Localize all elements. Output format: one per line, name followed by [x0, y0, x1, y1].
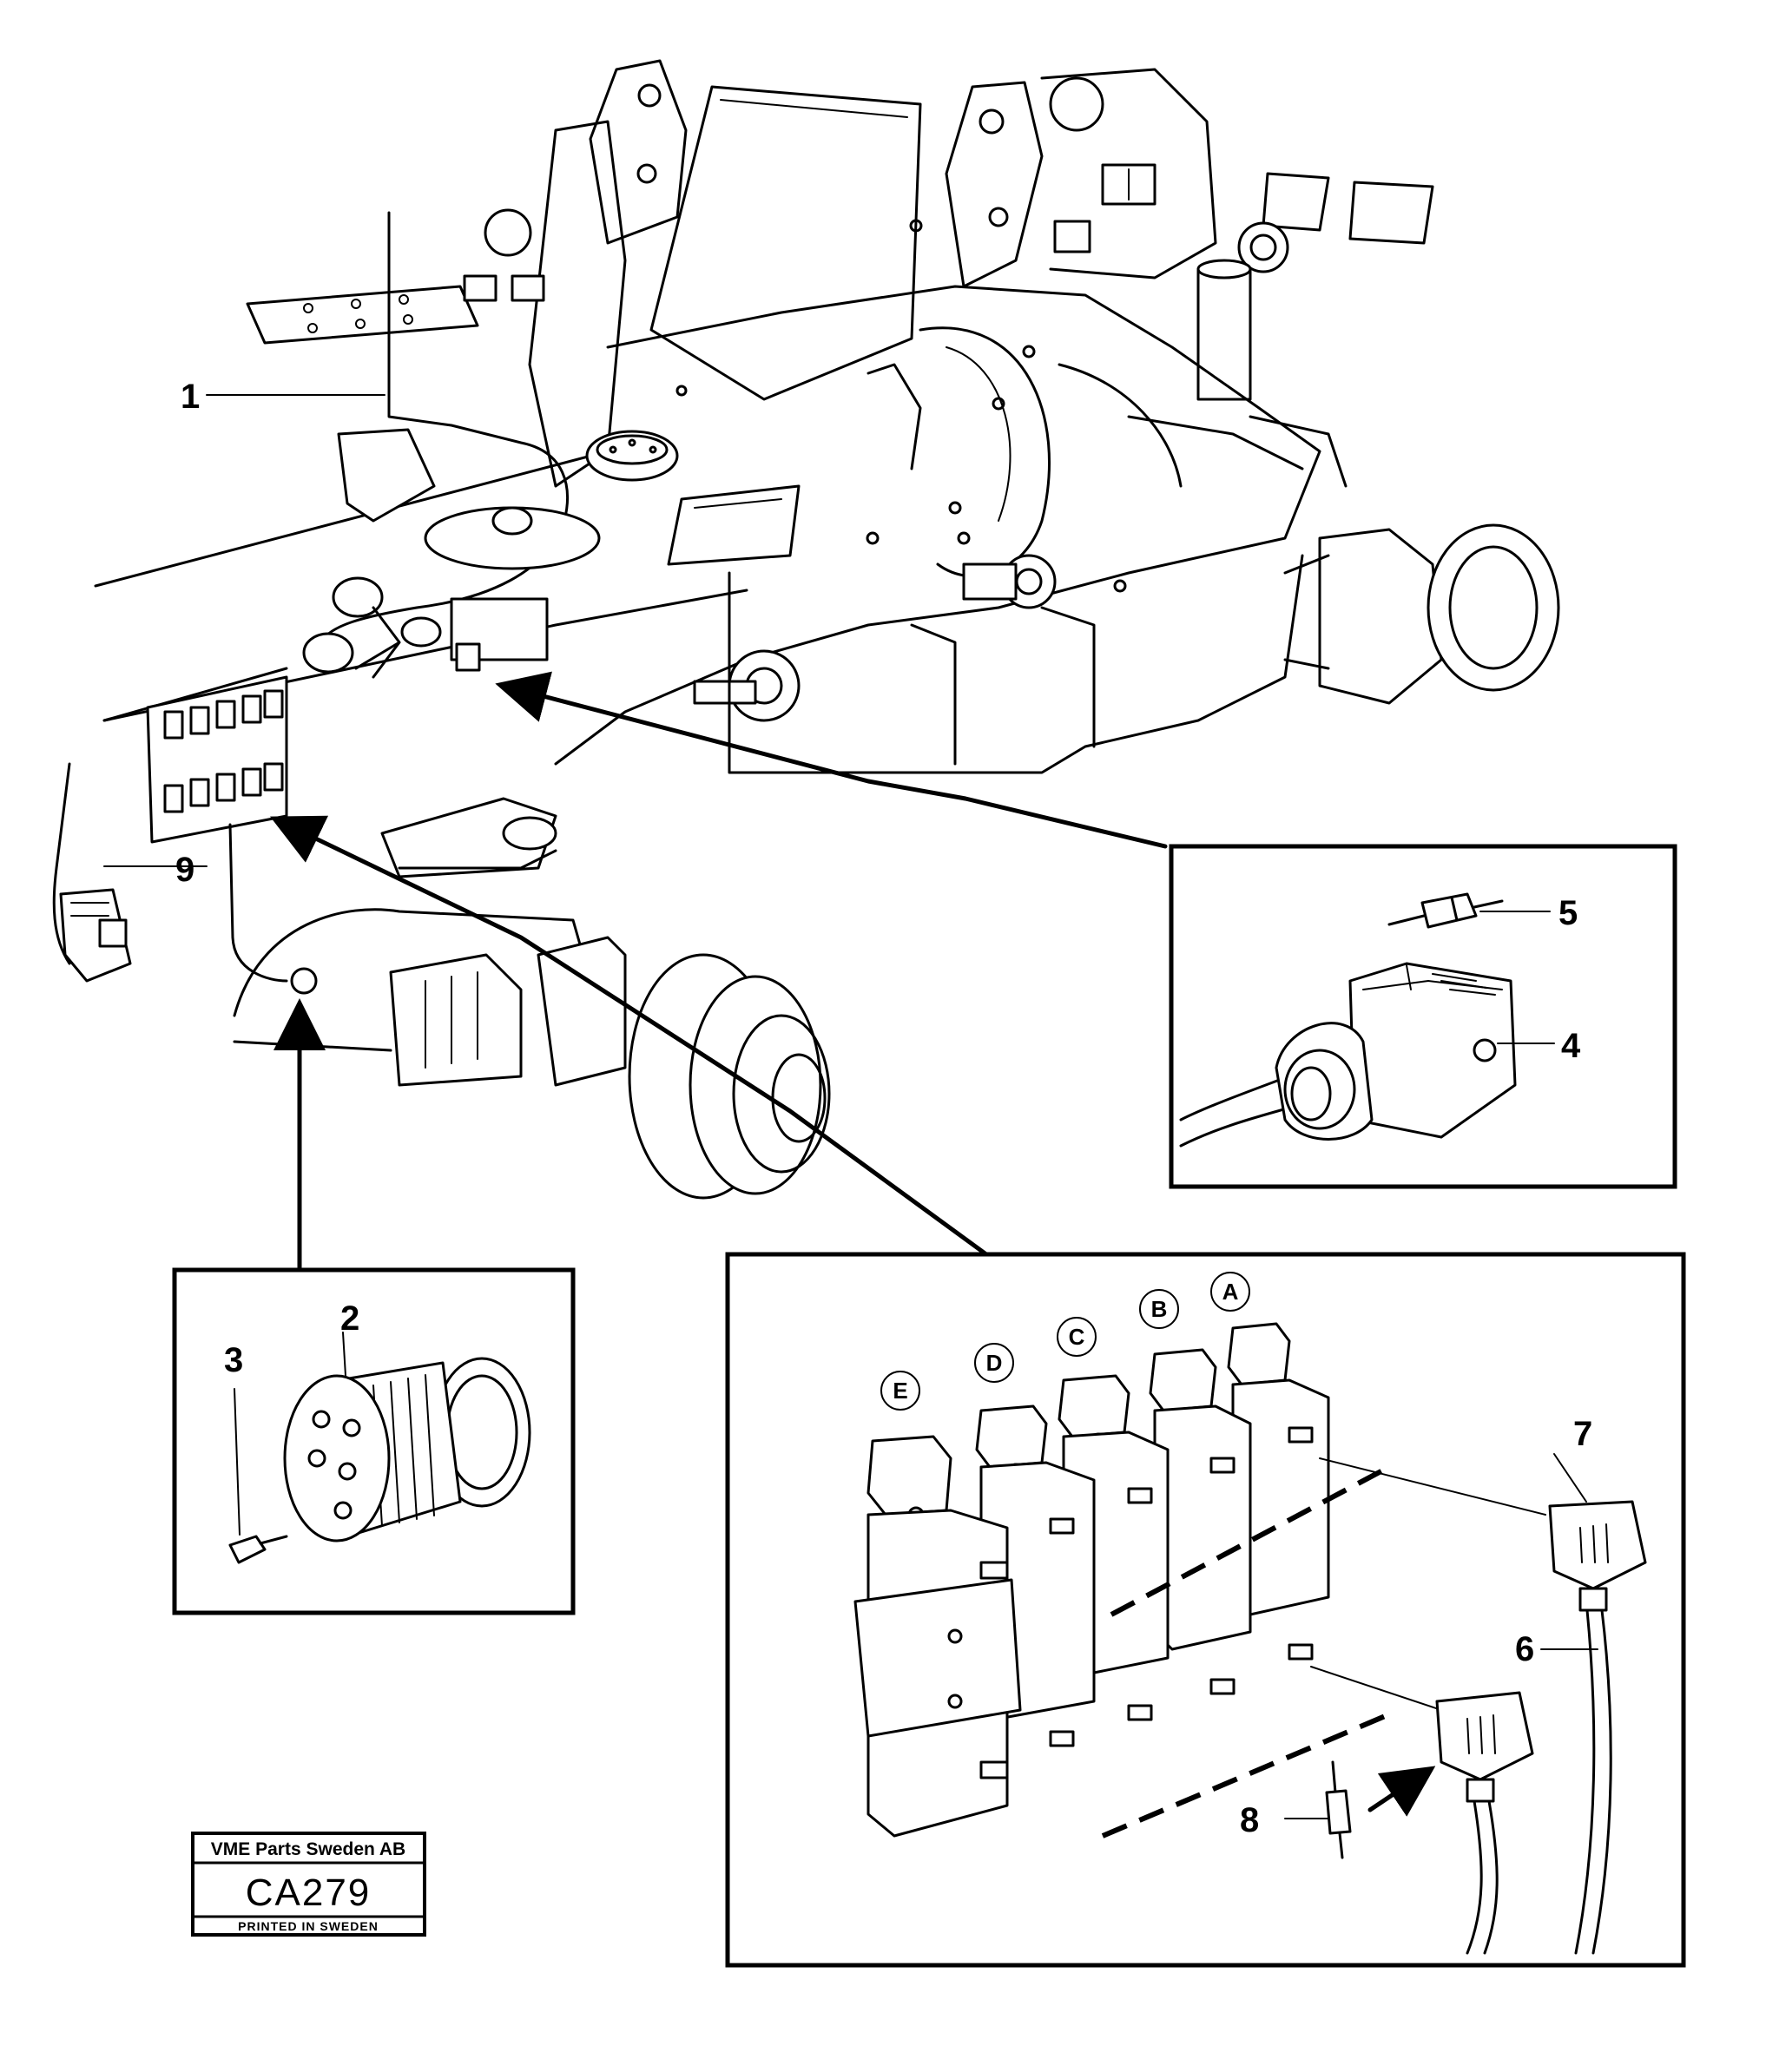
detail-box-connector-4-5 [1169, 844, 1677, 1189]
callout-1: 1 [181, 378, 200, 416]
valve-connector-4 [1179, 962, 1517, 1148]
valve-letter-d: D [986, 1350, 1003, 1376]
callout-6: 6 [1515, 1630, 1534, 1668]
valve-tabs [1049, 1426, 1314, 1747]
detail-box-socket-2-3 [172, 1267, 576, 1615]
diode-8 [1325, 1760, 1352, 1859]
connector-plug-9 [59, 888, 132, 983]
dash-upper-front [1110, 1464, 1391, 1617]
leader-lines [103, 394, 1168, 1270]
arrow-diode-to-connector [1367, 1766, 1436, 1817]
callout-7: 7 [1573, 1415, 1592, 1453]
valve-letter-a-circle [1210, 1272, 1250, 1312]
leader-2 [342, 1332, 346, 1377]
valve-letter-b-circle [1139, 1289, 1179, 1329]
callout-4: 4 [1561, 1027, 1581, 1065]
leader-3 [234, 1388, 241, 1536]
valve-letter-e-circle [880, 1371, 920, 1411]
valve-letters: A B C D E [893, 1279, 1238, 1404]
dash-lower-front [1101, 1712, 1391, 1838]
stamp-company: VME Parts Sweden AB [211, 1839, 405, 1859]
valve-letter-e: E [893, 1378, 907, 1404]
valve-letter-c: C [1069, 1324, 1085, 1350]
stamp-printed: PRINTED IN SWEDEN [238, 1919, 379, 1933]
valve-connector-7 [1548, 1500, 1647, 1955]
leader-7 [1553, 1453, 1587, 1503]
valve-letter-b: B [1151, 1296, 1168, 1322]
stamp-code: CA279 [246, 1871, 372, 1914]
platform-holes [303, 294, 413, 333]
valve-letter-c-circle [1057, 1317, 1097, 1357]
parts-stamp: VME Parts Sweden AB CA279 PRINTED IN SWE… [191, 1832, 426, 1937]
callout-5: 5 [1558, 894, 1578, 932]
callout-2: 2 [340, 1299, 359, 1338]
valve-letter-a: A [1222, 1279, 1239, 1305]
valve-letter-d-circle [974, 1343, 1014, 1383]
socket-2 [283, 1357, 531, 1542]
arrow-to-connector-rack [269, 815, 992, 1260]
valve-e [853, 1435, 1022, 1838]
valve-connector-lower [1435, 1691, 1534, 1955]
callout-9: 9 [175, 851, 194, 889]
callout-8: 8 [1240, 1801, 1259, 1839]
pin-3 [228, 1535, 288, 1564]
callout-3: 3 [224, 1341, 243, 1379]
callout-numbers: 1 2 3 4 5 6 7 8 9 [175, 378, 1592, 1839]
connector-rack [146, 675, 288, 844]
diode-5 [1387, 892, 1504, 929]
detail-box-valve-block [725, 1252, 1686, 1968]
arrow-to-valve-block [495, 671, 1168, 849]
engine-transmission-assembly [380, 59, 1560, 878]
wiring-harness-left [52, 208, 831, 1200]
